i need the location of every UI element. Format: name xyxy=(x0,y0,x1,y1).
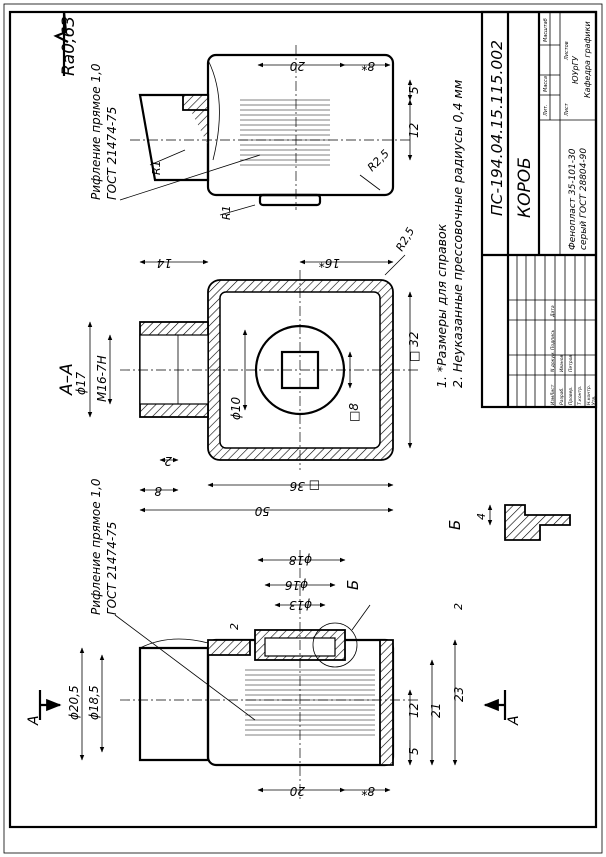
dim-side-21: 21 xyxy=(429,703,443,718)
dim-side-12: 12 xyxy=(407,703,421,718)
section-arrow-right: А xyxy=(506,715,522,726)
dim-side-2a: 2 xyxy=(228,623,241,630)
detail-view-b: Б 4 xyxy=(446,504,571,541)
tb-role-appr: Утв. xyxy=(591,396,597,405)
detail-b-label: Б xyxy=(446,520,464,530)
dim-top-r1b: R1 xyxy=(220,205,233,220)
tb-hdr-sheet: Лист xyxy=(550,384,556,397)
dim-top-5: 5 xyxy=(407,86,421,94)
section-view-a-a: А–А ϕ17 M16-7H ϕ10 □8 □ 32 □ 36 50 8 2 1… xyxy=(57,225,421,518)
dim-side-8: 8* xyxy=(361,784,375,798)
dim-sec-m16: M16-7H xyxy=(95,355,109,402)
tb-col-lit: Лит. xyxy=(543,104,549,117)
tb-col-mass: Масса xyxy=(543,76,549,92)
dim-side-20: 20 xyxy=(289,784,305,798)
dim-side-d13: ϕ13 xyxy=(289,598,312,612)
tb-material-1: Фенопласт 35-101-30 xyxy=(568,148,578,250)
technical-notes: 1. *Размеры для справок 2. Неуказанные п… xyxy=(434,80,465,388)
dim-top-r1a: R1 xyxy=(150,160,163,175)
tb-role-dev: Разраб. xyxy=(559,387,565,405)
note-1: 1. *Размеры для справок xyxy=(434,223,449,388)
top-knurl xyxy=(240,99,330,166)
side-view: Б ϕ18 ϕ16 ϕ13 ϕ20,5 ϕ18,5 12 21 23 5 2 2… xyxy=(26,478,522,800)
tb-hdr-doc: N докум. xyxy=(550,351,556,372)
outer-frame xyxy=(3,3,603,854)
dim-side-2b: 2 xyxy=(452,603,465,610)
tb-designation: ПС-194.04.15.115.002 xyxy=(488,40,506,216)
tb-role-chk: Провер. xyxy=(568,386,574,405)
knurl-note-top-1: Рифление прямое 1,0 xyxy=(89,63,103,200)
tb-org-2: Кафедра графики xyxy=(583,21,592,98)
tb-sheet: Лист xyxy=(564,102,570,117)
dim-sec-sq8: □8 xyxy=(347,403,361,422)
roughness-value: Ra0,63 xyxy=(59,16,79,76)
knurl-note-top-2: ГОСТ 21474-75 xyxy=(105,107,119,200)
dim-sec-r25: R2,5 xyxy=(393,225,417,253)
dim-top-12: 12 xyxy=(407,123,421,138)
knurl-note-side-1: Рифление прямое 1,0 xyxy=(89,478,103,615)
tb-hdr-date: Дата xyxy=(550,305,556,318)
side-knurl xyxy=(245,669,375,736)
dim-side-23: 23 xyxy=(452,687,466,702)
section-a-a-label: А–А xyxy=(57,363,77,396)
tb-name-dev: Иванов xyxy=(559,355,565,372)
tb-hdr-change: Изм xyxy=(550,395,556,405)
dim-sec-8: 8 xyxy=(154,484,162,498)
dim-top-8: 8* xyxy=(361,59,375,73)
detail-b-callout: Б xyxy=(344,580,362,590)
tb-part-name: КОРОБ xyxy=(515,157,535,218)
dim-top-20: 20 xyxy=(289,59,305,73)
note-2: 2. Неуказанные прессовочные радиусы 0,4 … xyxy=(450,80,465,388)
dim-sec-sq32: □ 32 xyxy=(407,332,421,362)
dim-sec-sq36: □ 36 xyxy=(289,479,320,493)
dim-side-d185: ϕ18,5 xyxy=(87,685,101,720)
dim-sec-2: 2 xyxy=(164,454,172,468)
dim-detail-4: 4 xyxy=(475,513,488,520)
dim-side-5: 5 xyxy=(407,747,421,755)
tb-sheets: Листов xyxy=(564,41,570,61)
dim-sec-50: 50 xyxy=(254,504,270,518)
dim-top-r25: R2,5 xyxy=(365,147,392,174)
title-block: ПС-194.04.15.115.002 КОРОБ Фенопласт 35-… xyxy=(480,10,598,409)
dim-sec-16: 16* xyxy=(319,256,340,270)
dim-side-d18: ϕ18 xyxy=(288,553,312,567)
tb-role-norm: Н.контр. xyxy=(586,385,592,405)
tb-hdr-sign: Подпись xyxy=(550,329,556,350)
inner-border xyxy=(8,10,598,829)
roughness-symbol: Ra0,63 xyxy=(53,11,79,76)
dim-sec-d17: ϕ17 xyxy=(74,371,88,395)
dim-sec-d10: ϕ10 xyxy=(229,396,243,420)
tb-role-tech: Т.контр. xyxy=(577,385,583,405)
tb-col-scale: Масштаб xyxy=(543,18,549,42)
tb-name-chk: Петров xyxy=(568,355,574,372)
section-arrow-left: А xyxy=(26,715,42,726)
tb-material-2: серый ГОСТ 28804-90 xyxy=(579,148,589,250)
top-view: 20 8* 5 12 R1 R1 R2,5 Рифление прямое 1,… xyxy=(89,45,421,220)
dim-side-d205: ϕ20,5 xyxy=(67,685,81,720)
dim-sec-14: 14 xyxy=(157,256,172,270)
tb-org-1: ЮУрГУ xyxy=(571,55,580,84)
dim-side-d16: ϕ16 xyxy=(284,578,308,592)
knurl-note-side-2: ГОСТ 21474-75 xyxy=(105,522,119,615)
